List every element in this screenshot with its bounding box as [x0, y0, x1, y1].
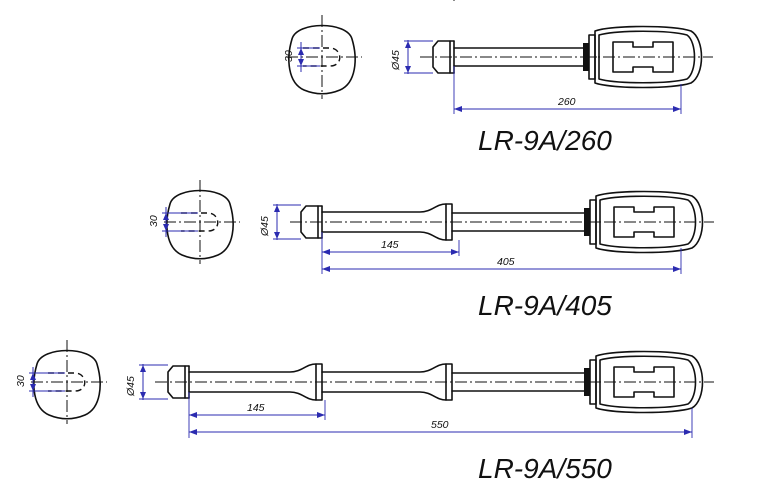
end-height-label: 30	[15, 375, 27, 387]
segment-length-label: 145	[381, 239, 399, 251]
drawing-lr-9a-550: 30 Ø45 145 550 LR-9A/550	[15, 339, 715, 484]
drawing-lr-9a-260: 30 Ø45 260 LR-9A/260	[283, 0, 714, 156]
drawing-lr-9a-405: 30 Ø45 145 405 LR-9A/405	[148, 179, 715, 321]
overall-length-label: 550	[431, 419, 449, 431]
segment-length-label: 145	[247, 402, 265, 414]
model-label: LR-9A/405	[478, 290, 612, 321]
diameter-label: Ø45	[390, 50, 402, 71]
model-label: LR-9A/260	[478, 125, 612, 156]
end-view	[163, 179, 241, 265]
overall-length-label: 405	[497, 256, 515, 268]
end-view	[285, 14, 363, 100]
diameter-label: Ø45	[259, 216, 271, 237]
end-view	[30, 339, 108, 425]
model-label: LR-9A/550	[478, 453, 612, 484]
diameter-label: Ø45	[125, 376, 137, 397]
overall-length-label: 260	[557, 96, 576, 108]
end-height-label: 30	[283, 50, 295, 62]
end-height-label: 30	[148, 215, 160, 227]
